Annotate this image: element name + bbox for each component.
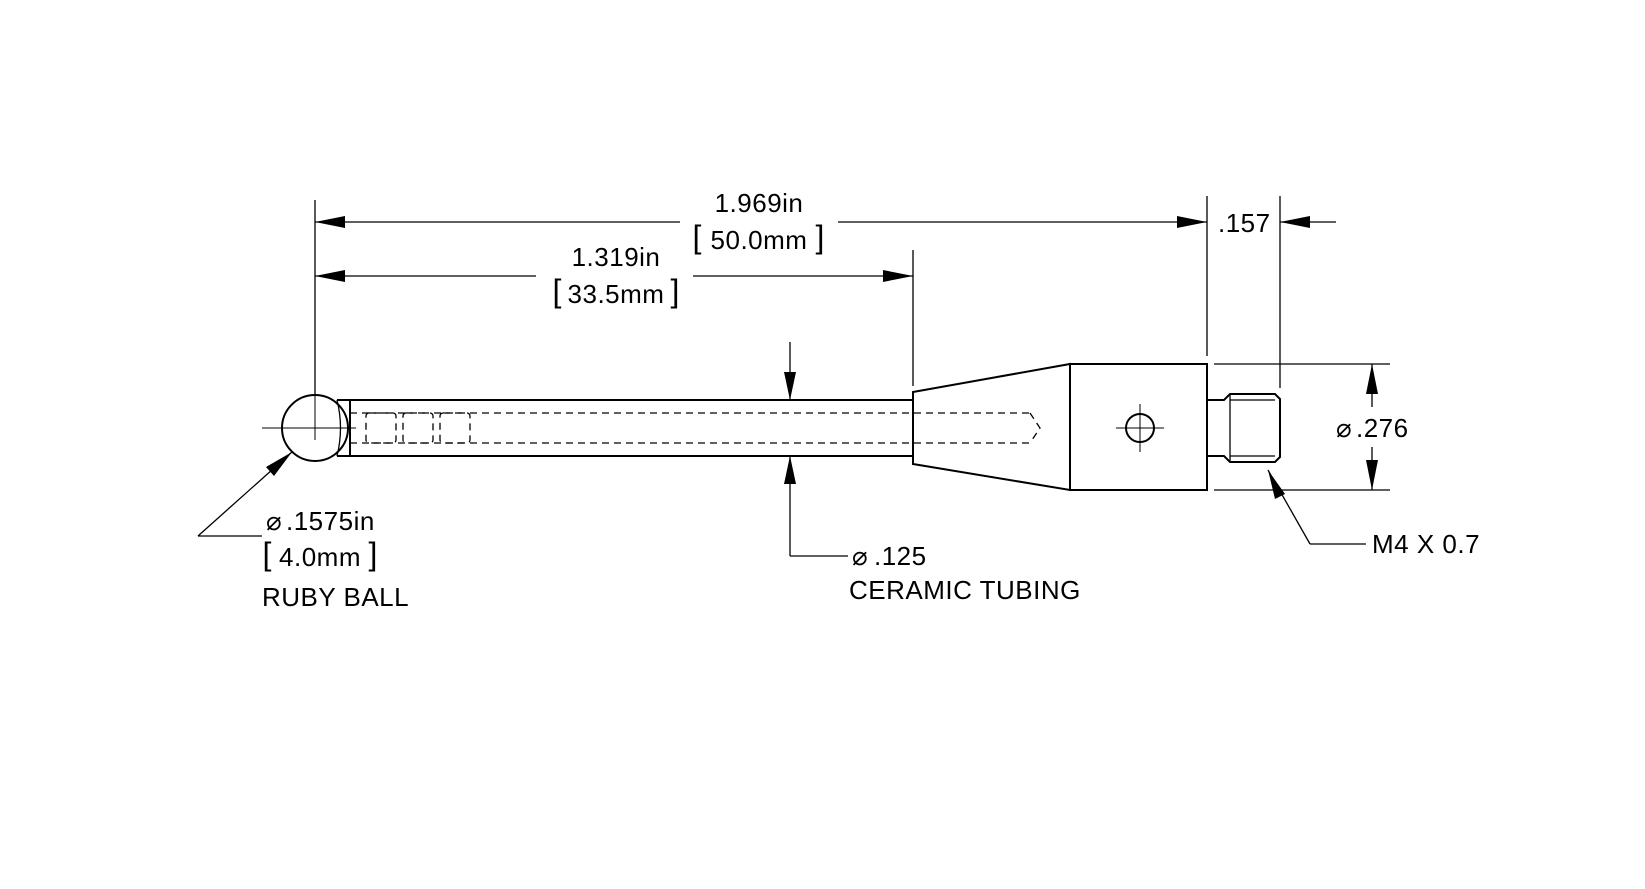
overall-length-mm-close-bracket: ]: [816, 219, 825, 255]
ball-diameter-mm-close-bracket: ]: [369, 536, 378, 572]
thread-length-label: .157: [1218, 208, 1271, 238]
ball-diameter-label: .1575in: [286, 506, 375, 536]
tapered-cone: [912, 362, 1071, 492]
hidden-pockets: [365, 412, 471, 444]
dim-body-diameter: [1366, 364, 1378, 490]
ball-diameter-mm-open-bracket: [: [263, 536, 272, 572]
tube-material-label: CERAMIC TUBING: [849, 575, 1081, 605]
dim-overall-length: [315, 216, 1207, 228]
dim-tube-diameter: [784, 342, 848, 557]
extension-lines: [314, 196, 1390, 491]
overall-length-mm-open-bracket: [: [693, 219, 702, 255]
leader-ruby-ball: [197, 451, 293, 537]
tube-length-in-label: 1.319in: [572, 242, 661, 272]
diameter-symbol-ball: ⌀: [266, 506, 282, 536]
thread-spec-label: M4 X 0.7: [1372, 529, 1480, 559]
tube-length-mm-close-bracket: ]: [671, 273, 680, 309]
ball-diameter-mm-label: 4.0mm: [279, 542, 361, 572]
diameter-symbol-tube: ⌀: [852, 541, 868, 571]
tube-length-mm-open-bracket: [: [553, 273, 562, 309]
ball-material-label: RUBY BALL: [262, 582, 409, 612]
dim-tube-length: [315, 270, 913, 282]
leader-thread: [1267, 469, 1366, 545]
steel-body: [1069, 363, 1208, 491]
tube-length-mm-label: 33.5mm: [568, 279, 665, 309]
diameter-symbol-body: ⌀: [1336, 413, 1352, 443]
overall-length-mm-label: 50.0mm: [711, 225, 808, 255]
thread-stud: [1207, 393, 1281, 463]
stylus-part: [262, 362, 1281, 492]
overall-length-in-label: 1.969in: [715, 188, 804, 218]
body-diameter-label: .276: [1356, 413, 1409, 443]
dim-thread-length: [1280, 216, 1336, 228]
tube-diameter-label: .125: [874, 541, 927, 571]
